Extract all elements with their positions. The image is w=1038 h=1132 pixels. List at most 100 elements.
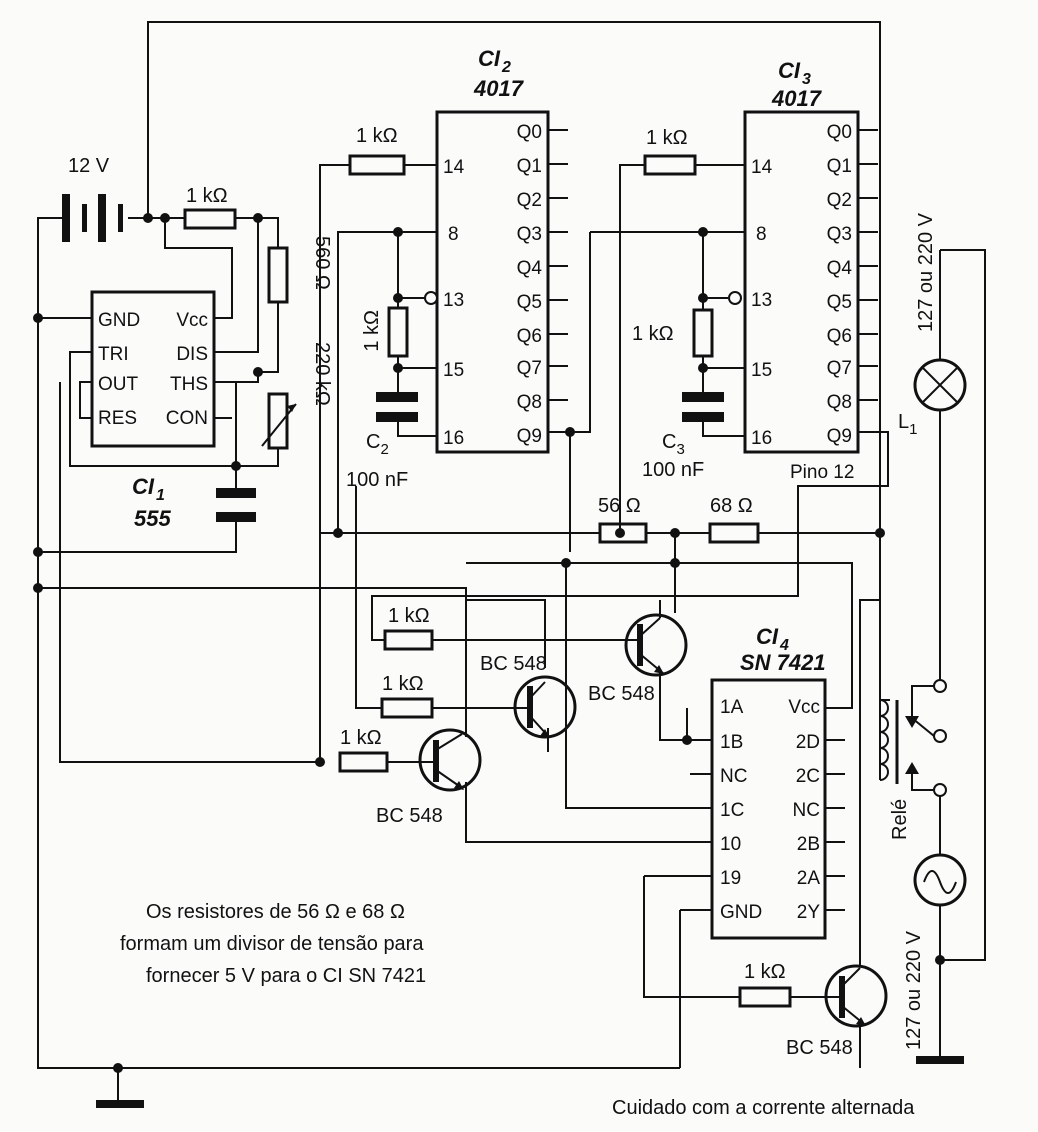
ci3-pin-16: 16 <box>751 428 772 449</box>
junction-dots <box>33 213 945 1073</box>
c2-value: 100 nF <box>346 469 408 491</box>
ci2-pin-q5: Q5 <box>517 292 542 313</box>
c3-value: 100 nF <box>642 459 704 481</box>
ci3-pin-q3: Q3 <box>827 224 852 245</box>
r68-label: 68 Ω <box>710 495 753 517</box>
c3-label: C3 <box>662 431 685 458</box>
timing-capacitor <box>216 488 256 522</box>
resistor-560: 560 Ω <box>267 236 333 304</box>
ci2-4017-chip: 14 8 13 15 16 Q0 Q1 Q2 Q3 Q4 Q5 Q6 Q7 Q8… <box>424 46 550 454</box>
ci4-pin-2c: 2C <box>796 766 820 787</box>
lamp-label: L1 <box>898 411 917 438</box>
ci3-pin-8: 8 <box>756 224 767 245</box>
ci3-pin-13: 13 <box>751 290 772 311</box>
resistor-ci2-14: 1 kΩ <box>348 125 406 176</box>
transistor-t1: BC 548 <box>588 613 688 705</box>
ci1-pin-vcc: Vcc <box>176 310 208 331</box>
lamp-l1: L1 127 ou 220 V <box>898 212 967 438</box>
ci3-pin-q5: Q5 <box>827 292 852 313</box>
ci3-part: 4017 <box>771 86 823 111</box>
capacitor-c3: C3 100 nF <box>642 392 724 481</box>
ci3-pin-15: 15 <box>751 360 772 381</box>
ci1-pin-res: RES <box>98 408 137 429</box>
warning-text: Cuidado com a corrente alternada <box>612 1097 915 1119</box>
ci1-pin-out: OUT <box>98 374 139 395</box>
ci3-pin-q9: Q9 <box>827 426 852 447</box>
ci4-pin-1b: 1B <box>720 732 743 753</box>
ci4-pin-2a: 2A <box>797 868 821 889</box>
ci1-pin-tri: TRI <box>98 344 129 365</box>
ci3-pin-q7: Q7 <box>827 358 852 379</box>
r56-label: 56 Ω <box>598 495 641 517</box>
r1-label: 1 kΩ <box>186 185 228 207</box>
ci4-pin-1a: 1A <box>720 697 744 718</box>
r-t3-label: 1 kΩ <box>340 727 382 749</box>
ci3-pin-14: 14 <box>751 157 773 178</box>
ci1-pin-ths: THS <box>170 374 208 395</box>
ci3-pin-q4: Q4 <box>827 258 853 279</box>
ci2-pin-14: 14 <box>443 157 465 178</box>
note-divider-text: Os resistores de 56 Ω e 68 Ω formam um d… <box>120 901 426 987</box>
relay: Relé <box>879 679 947 840</box>
ci2-pin-8: 8 <box>448 224 459 245</box>
ci3-pin12-label: Pino 12 <box>790 462 854 483</box>
ci1-pin-gnd: GND <box>98 310 140 331</box>
ci3-pin-q2: Q2 <box>827 190 852 211</box>
resistor-r1: 1 kΩ <box>183 185 237 230</box>
relay-label: Relé <box>889 799 911 840</box>
ground-right <box>916 1056 964 1064</box>
ci2-pin-q4: Q4 <box>517 258 543 279</box>
ci2-pin-15: 15 <box>443 360 464 381</box>
capacitor-c2: C2 100 nF <box>346 392 418 491</box>
ci2-pin-q6: Q6 <box>517 326 542 347</box>
ci2-pin13-inverter-bubble <box>424 291 438 305</box>
ci2-pin-q8: Q8 <box>517 392 542 413</box>
ci4-pin-2b: 2B <box>797 834 820 855</box>
ci3-pin-q8: Q8 <box>827 392 852 413</box>
r-ci2-15-label: 1 kΩ <box>361 310 383 352</box>
ci4-pin-nc-right: NC <box>793 800 820 821</box>
r-t4-label: 1 kΩ <box>744 961 786 983</box>
battery-12v: 12 V <box>62 155 123 242</box>
resistor-ci2-15: 1 kΩ <box>361 306 409 358</box>
ci2-pin-q9: Q9 <box>517 426 542 447</box>
mains-bottom-label: 127 ou 220 V <box>903 930 925 1050</box>
ci4-pin-vcc: Vcc <box>788 697 820 718</box>
resistor-68: 68 Ω <box>708 495 760 544</box>
c2-label: C2 <box>366 431 389 458</box>
transistor-t3: BC 548 <box>376 728 482 827</box>
ci4-pin-2y: 2Y <box>797 902 821 923</box>
ci4-pin-19: 19 <box>720 868 741 889</box>
ci2-pin-16: 16 <box>443 428 464 449</box>
ac-source: 127 ou 220 V <box>903 853 967 1050</box>
ci2-pin-q0: Q0 <box>517 122 542 143</box>
ci3-pin-q6: Q6 <box>827 326 852 347</box>
ci1-part: 555 <box>134 506 171 531</box>
ci4-part: SN 7421 <box>740 650 826 675</box>
r-ci3-14-label: 1 kΩ <box>646 127 688 149</box>
ci4-pin-nc-left: NC <box>720 766 747 787</box>
resistor-t1-base: 1 kΩ <box>383 605 434 651</box>
transistor-t4: BC 548 <box>786 964 888 1059</box>
ci4-pin-gnd: GND <box>720 902 762 923</box>
ci4-sn7421-chip: 1A 1B NC 1C 10 19 GND Vcc 2D 2C NC 2B 2A… <box>710 624 827 940</box>
ci2-pin-q7: Q7 <box>517 358 542 379</box>
battery-voltage-label: 12 V <box>68 155 110 177</box>
ci2-pin-q1: Q1 <box>517 156 542 177</box>
ci2-pin-q2: Q2 <box>517 190 542 211</box>
ci3-pin13-inverter-bubble <box>728 291 742 305</box>
resistor-t3-base: 1 kΩ <box>338 727 389 773</box>
r220k-label: 220 kΩ <box>311 342 333 406</box>
t2-label: BC 548 <box>480 653 547 675</box>
ci2-pin-13: 13 <box>443 290 464 311</box>
t4-label: BC 548 <box>786 1037 853 1059</box>
transistor-t2: BC 548 <box>480 653 577 739</box>
t3-label: BC 548 <box>376 805 443 827</box>
r-t2-label: 1 kΩ <box>382 673 424 695</box>
resistor-ci3-15: 1 kΩ <box>632 308 714 358</box>
ci3-4017-chip: 14 8 13 15 16 Q0 Q1 Q2 Q3 Q4 Q5 Q6 Q7 Q8… <box>728 58 860 483</box>
